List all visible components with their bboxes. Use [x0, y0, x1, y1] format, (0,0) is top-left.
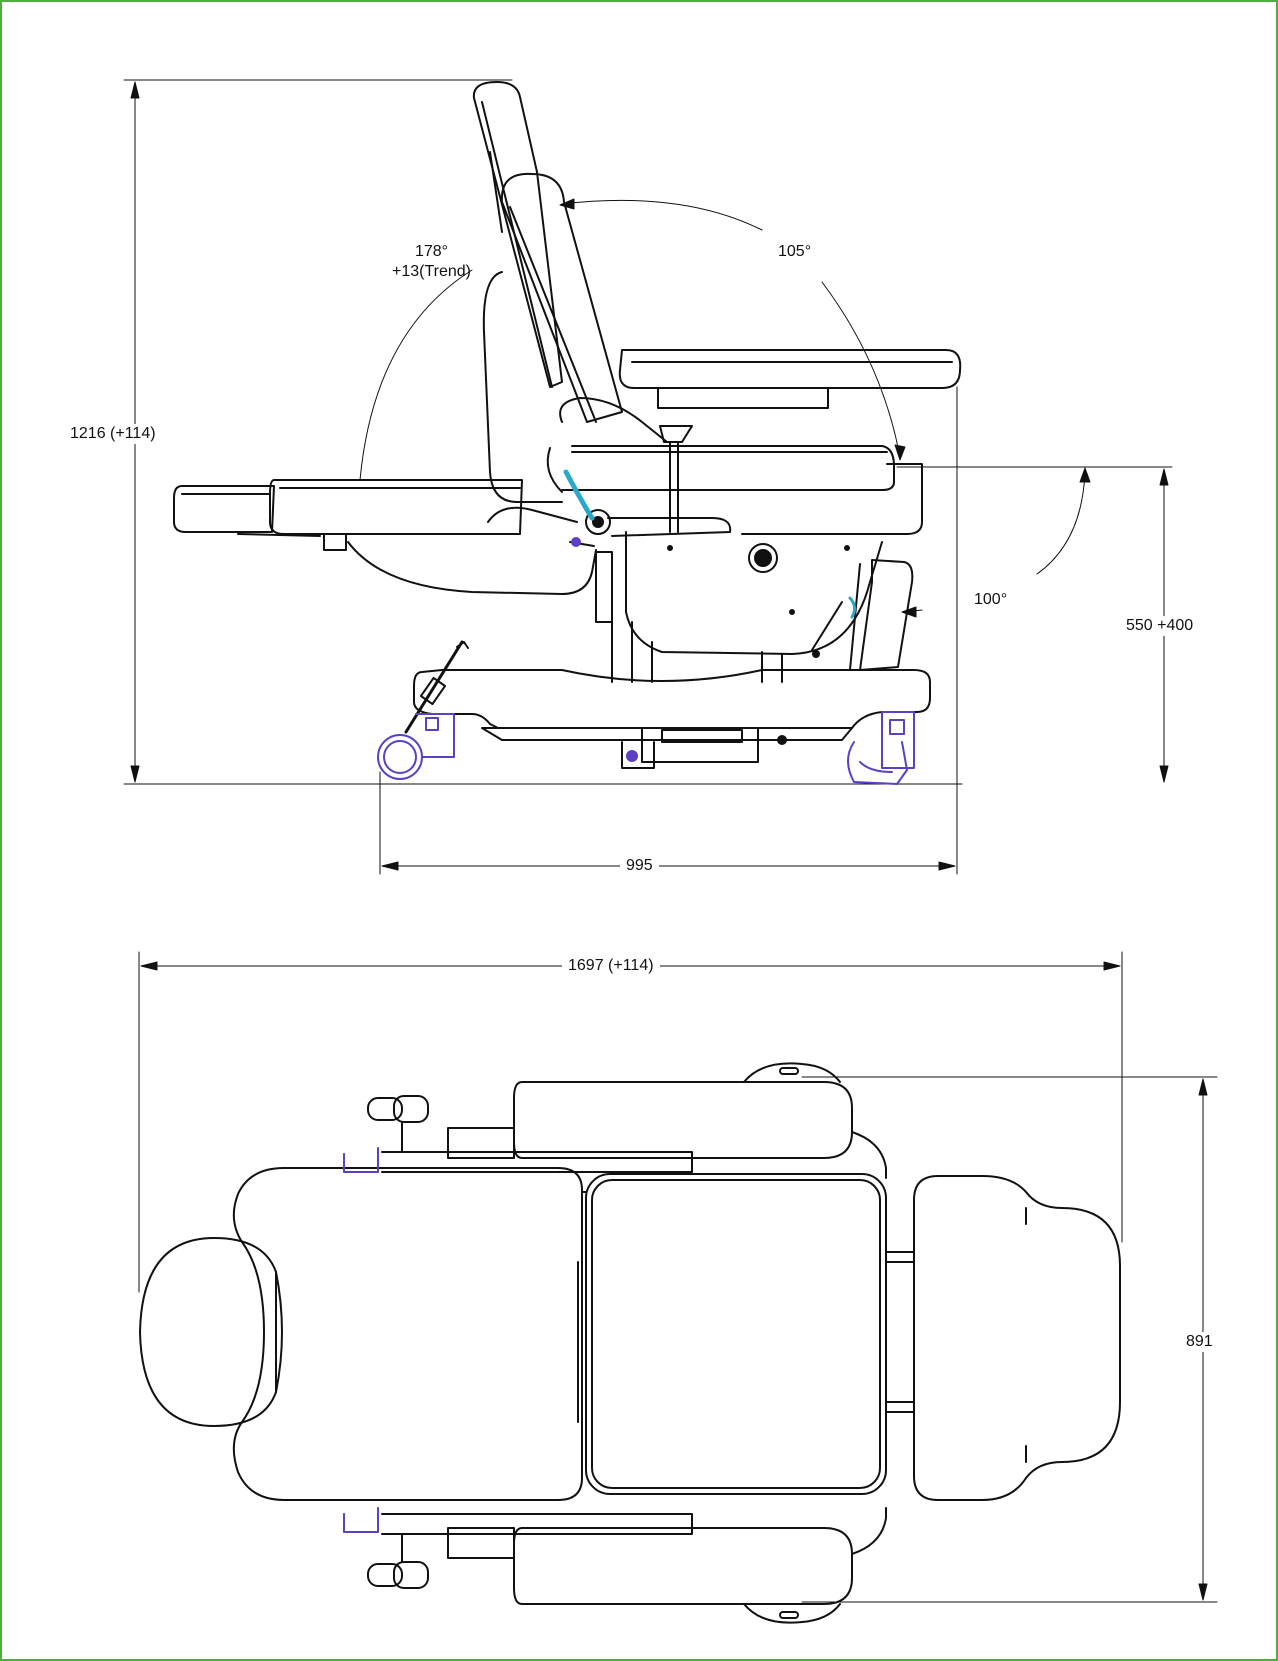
base-plate [413, 669, 931, 769]
label-leg-angle: 100° [974, 591, 1008, 608]
rear-caster [377, 713, 455, 780]
top-casters [343, 1147, 379, 1533]
seat [561, 445, 923, 535]
label-back-angle: 178° +13(Trend) [386, 242, 477, 282]
side-knob-top [367, 1095, 429, 1153]
backrest [472, 81, 623, 423]
label-length: 1697 (+114) [562, 956, 660, 976]
rails [577, 1191, 915, 1423]
label-back-angle-line2: +13(Trend) [392, 263, 471, 280]
dimension-width [801, 1076, 1218, 1603]
label-total-height: 1216 (+114) [64, 424, 162, 444]
head-rest [139, 1237, 283, 1427]
pivot-mechanism [487, 397, 732, 623]
release-handle [563, 469, 595, 521]
seat-section [585, 1173, 887, 1495]
label-seat-angle: 105° [778, 243, 812, 260]
seat-underbody [347, 531, 883, 655]
back-cushion [482, 271, 563, 503]
side-knob-bottom [367, 1533, 429, 1589]
armrest [618, 349, 962, 409]
side-view [123, 79, 1173, 875]
back-section [232, 1167, 583, 1501]
dimension-length [138, 951, 1123, 1293]
top-view [138, 951, 1218, 1624]
foot-support [811, 559, 914, 671]
armrest-bottom [381, 1507, 887, 1624]
leg-section [913, 1175, 1121, 1501]
steering-lever [404, 640, 469, 734]
label-width: 891 [1180, 1332, 1219, 1352]
dimension-total-height [123, 79, 963, 785]
base-column [611, 621, 783, 683]
armrest-top [381, 1062, 887, 1179]
pivot-bolt [571, 537, 581, 547]
label-depth: 995 [620, 856, 659, 876]
dimension-depth [379, 386, 958, 875]
label-back-angle-line1: 178° [414, 243, 449, 260]
front-caster [847, 711, 915, 785]
leg-rest [173, 479, 523, 551]
label-seat-height: 550 +400 [1120, 616, 1200, 636]
